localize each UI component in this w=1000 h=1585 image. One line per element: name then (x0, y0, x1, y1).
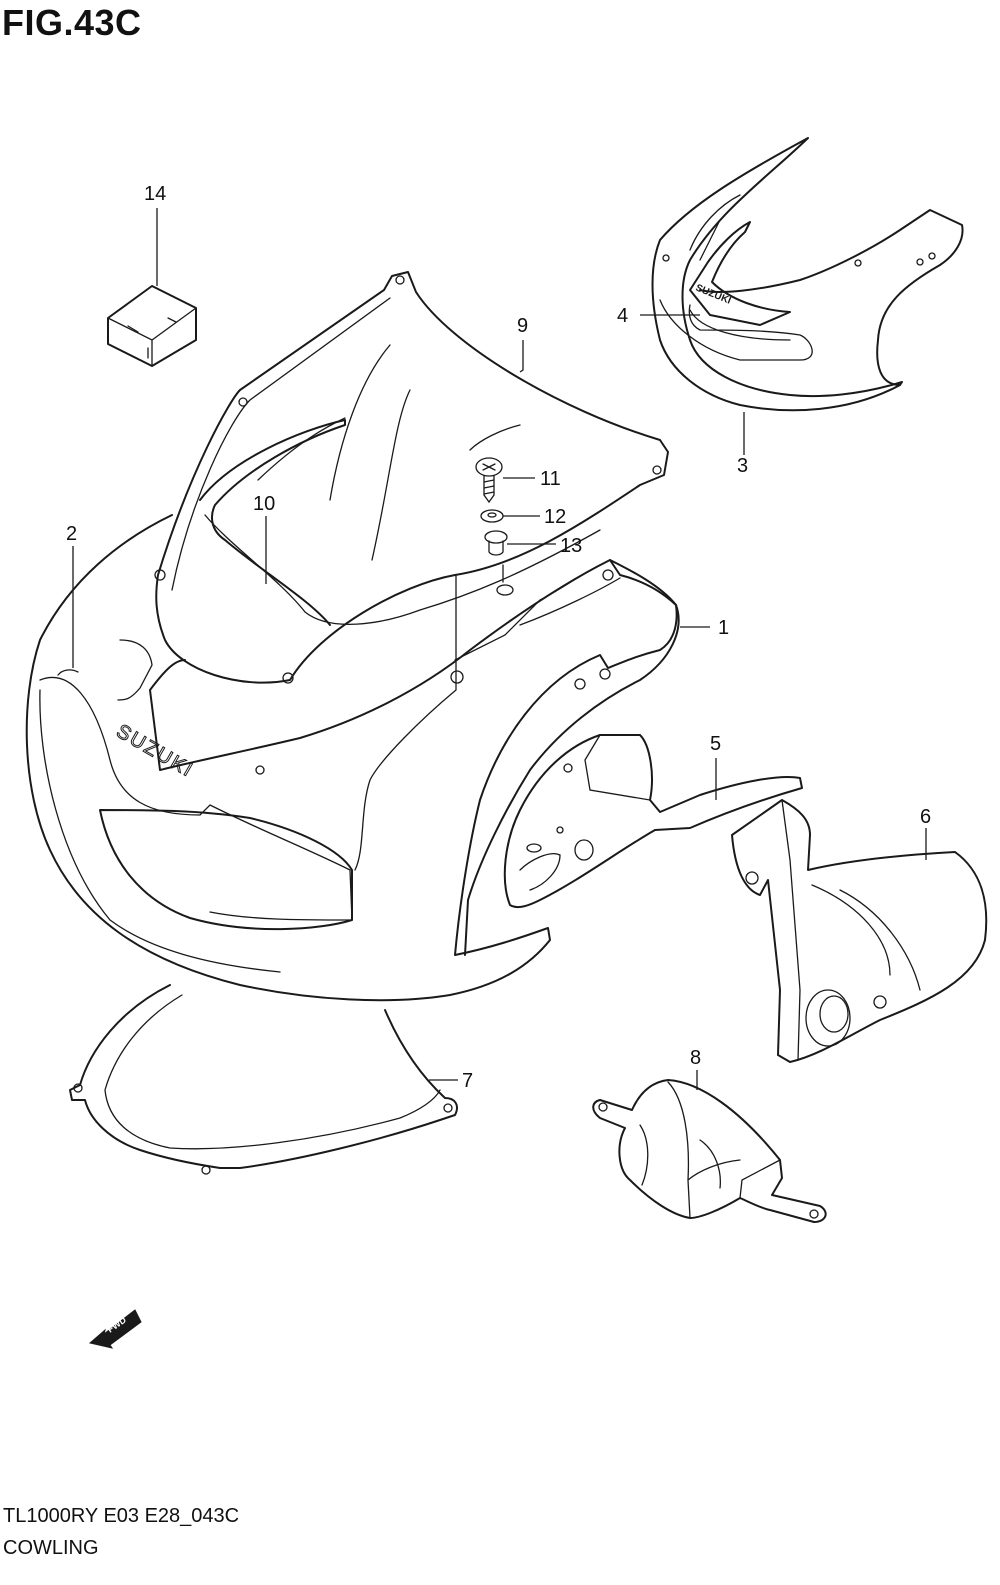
part-9-windscreen (154, 271, 669, 684)
callout-10: 10 (253, 493, 275, 515)
fastener-mount-hole (496, 564, 514, 596)
callout-11: 11 (540, 468, 561, 490)
callout-9: 9 (517, 315, 528, 337)
part-6-lower-side-panel (731, 799, 988, 1063)
part-10-windscreen-trim (199, 419, 601, 626)
callout-12: 12 (544, 506, 566, 528)
callout-4: 4 (617, 305, 628, 327)
part-4-decal (689, 221, 791, 326)
part-12-washer (480, 509, 504, 523)
part-5-inner-panel (503, 734, 803, 909)
callout-2: 2 (66, 523, 77, 545)
part-11-screw (475, 457, 503, 504)
callout-5: 5 (710, 733, 721, 755)
part-3-lower-cowling: SUZUKI (651, 137, 964, 412)
part-13-nut (484, 530, 508, 556)
callout-8: 8 (690, 1047, 701, 1069)
figure-title: FIG.43C (2, 2, 142, 43)
callout-1: 1 (718, 617, 729, 639)
section-name: COWLING (3, 1537, 99, 1559)
callout-13: 13 (560, 535, 582, 557)
callout-7: 7 (462, 1070, 473, 1092)
part-7-inner-cowling (69, 984, 458, 1175)
part-8-bracket (592, 1079, 827, 1223)
leader-lines (72, 208, 927, 1090)
callout-14: 14 (144, 183, 166, 205)
callout-numbers: 1 2 3 4 5 6 7 8 9 10 11 12 13 14 (66, 183, 931, 1092)
callout-3: 3 (737, 455, 748, 477)
fwd-direction-arrow: FWD (88, 1309, 142, 1349)
model-code: TL1000RY E03 E28_043C (3, 1505, 240, 1527)
part-2-upper-cowling: SUZUKI (25, 514, 678, 1002)
part-1-side-cowling (464, 559, 680, 956)
callout-6: 6 (920, 806, 931, 828)
part-14-label-box (107, 285, 197, 367)
